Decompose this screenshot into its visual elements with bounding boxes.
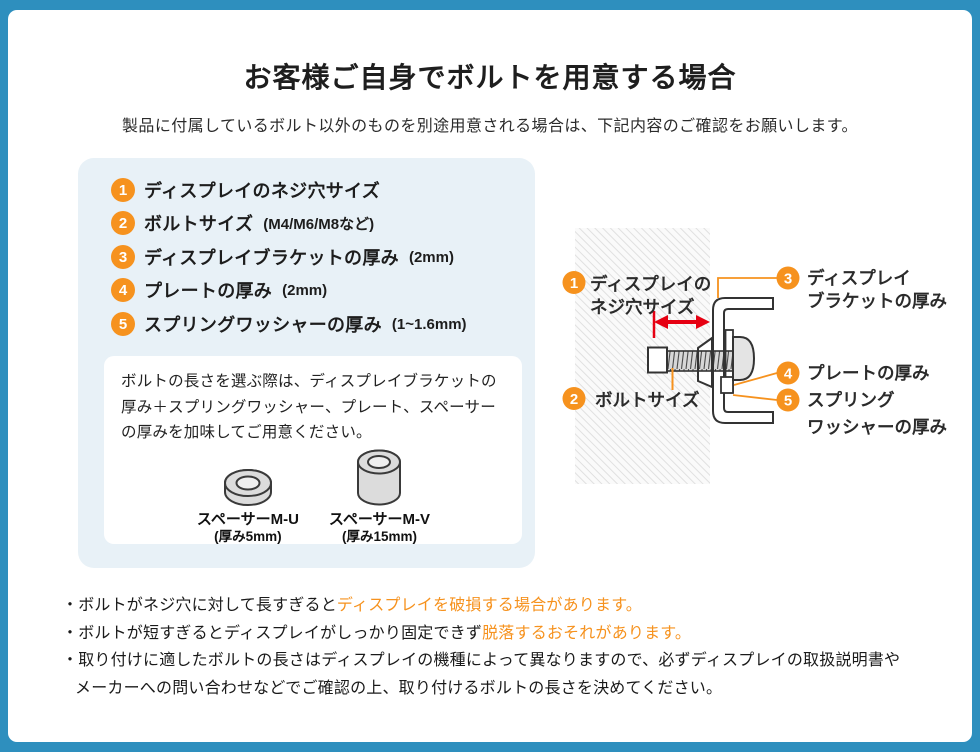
warnings-list: ・ボルトがネジ穴に対して長すぎるとディスプレイを破損する場合があります。 ・ボル… (62, 592, 942, 702)
diagram-label-1b: ネジ穴サイズ (590, 297, 695, 317)
bolt-cap (732, 336, 756, 381)
step-badge-4: 4 (111, 278, 135, 302)
checklist-label: スプリングワッシャーの厚み (144, 315, 382, 335)
checklist-label: プレートの厚み (144, 281, 273, 301)
diagram-label-5b: ワッシャーの厚み (807, 417, 947, 437)
checklist-item-4: 4 プレートの厚み (2mm) (111, 276, 327, 304)
checklist-note: (2mm) (408, 248, 454, 266)
step-badge-2 (562, 387, 586, 410)
spacer-thickness: (厚み5mm) (214, 528, 282, 544)
step-badge-5 (776, 388, 800, 412)
spacer-washer-short-icon (221, 466, 275, 508)
svg-text:3: 3 (784, 271, 792, 288)
step-badge-3 (776, 266, 800, 290)
svg-text:5: 5 (784, 393, 792, 410)
diagram-badges: 1 2 3 4 5 (562, 266, 800, 412)
spacer-cylinder-tall-icon (354, 448, 404, 508)
spacer-name: スペーサーM-U (196, 510, 299, 528)
spacer-figures: スペーサーM-U (厚み5mm) スペーサーM-V (厚み15mm) (121, 448, 506, 546)
warning-highlight: ディスプレイを破損する場合があります。 (336, 597, 643, 614)
svg-text:1: 1 (570, 275, 578, 292)
checklist-label: ボルトサイズ (144, 214, 254, 234)
checklist-item-5: 5 スプリングワッシャーの厚み (1~1.6mm) (111, 310, 467, 338)
checklist-item-1: 1 ディスプレイのネジ穴サイズ (111, 176, 390, 204)
spring-washer (720, 376, 734, 394)
bolt-head (647, 346, 668, 374)
diagram-label-4: プレートの厚み (807, 363, 930, 383)
step-badge-3: 3 (111, 245, 135, 269)
spacer-thickness: (厚み15mm) (341, 528, 417, 544)
page-subtitle: 製品に付属しているボルト以外のものを別途用意される場合は、下記内容のご確認をお願… (122, 118, 858, 135)
diagram-label-1: ディスプレイの (590, 274, 711, 294)
step-badge-5: 5 (111, 312, 135, 336)
diagram-label-5: スプリング (807, 390, 895, 410)
checklist-label: ディスプレイのネジ穴サイズ (144, 181, 381, 201)
bolt-length-note-box: ボルトの長さを選ぶ際は、ディスプレイブラケットの厚み＋スプリングワッシャー、プレ… (104, 356, 522, 544)
warning-highlight: 脱落するおそれがあります。 (482, 624, 692, 642)
step-badge-4 (776, 361, 800, 385)
diagram-label-3b: ブラケットの厚み (807, 291, 947, 311)
spacer-mv-figure: スペーサーM-V (厚み15mm) (329, 448, 430, 546)
warning-line-2: ・ボルトが短すぎるとディスプレイがしっかり固定できず脱落するおそれがあります。 (62, 624, 692, 642)
step-badge-1: 1 (111, 178, 135, 202)
checklist-item-3: 3 ディスプレイブラケットの厚み (2mm) (111, 243, 454, 271)
warning-line-4: メーカーへの問い合わせなどでご確認の上、取り付けるボルトの長さを決めてください。 (75, 679, 723, 697)
leader-lines (717, 277, 778, 401)
step-badge-1 (562, 271, 586, 294)
spacer-mu-figure: スペーサーM-U (厚み5mm) (197, 466, 299, 546)
bolt-length-note-text: ボルトの長さを選ぶ際は、ディスプレイブラケットの厚み＋スプリングワッシャー、プレ… (121, 373, 497, 442)
dimension-arrow (652, 311, 710, 338)
diagram-label-2: ボルトサイズ (595, 390, 700, 410)
checklist-item-2: 2 ボルトサイズ (M4/M6/M8など) (111, 209, 374, 237)
page-title: お客様ご自身でボルトを用意する場合 (243, 62, 737, 93)
checklist-note: (M4/M6/M8など) (263, 215, 375, 233)
step-badge-2: 2 (111, 211, 135, 235)
spacer-name: スペーサーM-V (328, 510, 431, 528)
diagram-label-3: ディスプレイ (807, 268, 911, 288)
checklist-label: ディスプレイブラケットの厚み (144, 248, 399, 268)
bolt-diagram: 1 2 3 4 5 ディスプレイの ネジ穴サイズ ボルトサイズ ディスプレイ ブ… (562, 228, 947, 484)
checklist-panel: 1 ディスプレイのネジ穴サイズ 2 ボルトサイズ (M4/M6/M8など) 3 … (78, 158, 535, 568)
checklist-note: (2mm) (282, 281, 328, 299)
warning-line-1: ・ボルトがネジ穴に対して長すぎるとディスプレイを破損する場合があります。 (62, 597, 643, 614)
svg-text:2: 2 (570, 391, 578, 408)
warning-line-3: ・取り付けに適したボルトの長さはディスプレイの機種によって異なりますので、必ずデ… (62, 652, 901, 669)
display-bracket (713, 298, 773, 423)
checklist-note: (1~1.6mm) (391, 315, 467, 333)
svg-text:4: 4 (784, 366, 793, 383)
